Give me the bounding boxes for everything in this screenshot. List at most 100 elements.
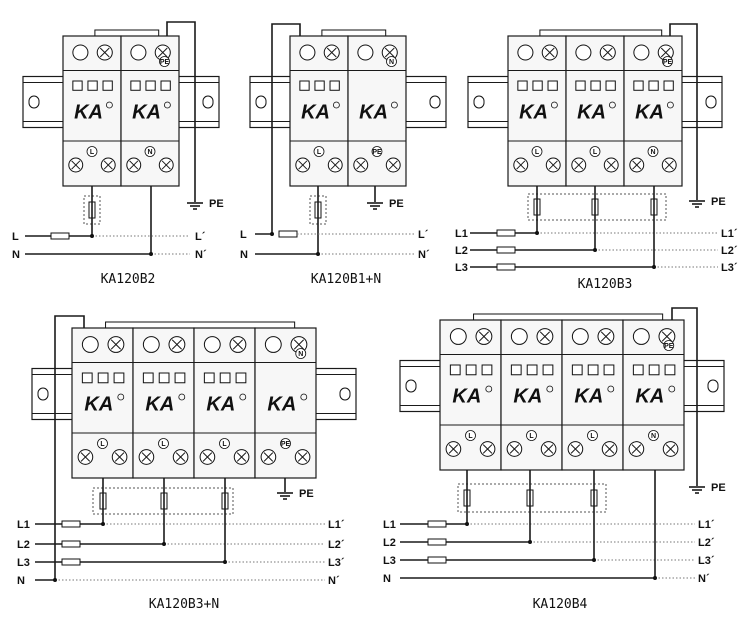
registered-mark-icon bbox=[239, 393, 247, 401]
brand-logo: KA bbox=[359, 102, 388, 124]
screw-slot bbox=[129, 160, 139, 170]
right-label: N´ bbox=[698, 573, 710, 585]
left-label: L bbox=[240, 229, 247, 241]
terminal-marker bbox=[589, 146, 601, 157]
registered-mark-icon bbox=[390, 101, 398, 109]
terminal-marker-label: L bbox=[222, 441, 227, 448]
screw-slot bbox=[356, 160, 366, 170]
indicator-window bbox=[449, 364, 461, 376]
terminal-marker-label: N bbox=[389, 59, 394, 66]
left-label: L2 bbox=[383, 537, 396, 549]
indicator-window bbox=[605, 80, 616, 91]
indicator-window bbox=[590, 80, 601, 91]
screw-slot bbox=[114, 452, 125, 462]
screw-slot bbox=[157, 47, 168, 58]
terminal-marker bbox=[662, 56, 673, 67]
junction-dot bbox=[149, 252, 153, 256]
screw-slot bbox=[570, 444, 581, 454]
right-label: L1´ bbox=[328, 519, 345, 531]
terminal-marker-label: L bbox=[529, 433, 534, 440]
indicator-window bbox=[663, 80, 674, 91]
din-rail-slot bbox=[707, 379, 719, 393]
diagram-title: KA120B2 bbox=[101, 272, 156, 287]
registered-mark-icon bbox=[106, 101, 113, 109]
terminal-hole bbox=[632, 328, 650, 345]
terminal-marker-label: N bbox=[298, 351, 303, 358]
diagram-title: KA120B3 bbox=[578, 277, 633, 292]
terminal-marker bbox=[663, 340, 675, 351]
screw-slot bbox=[631, 444, 642, 454]
screw-slot bbox=[600, 331, 612, 342]
fuse-icon bbox=[61, 520, 81, 528]
brand-logo: KA bbox=[452, 386, 481, 408]
terminal-hole bbox=[449, 328, 467, 345]
terminal-hole bbox=[517, 44, 534, 61]
screw-slot bbox=[384, 47, 395, 58]
pe-label: PE bbox=[711, 196, 726, 208]
indicator-window bbox=[664, 364, 676, 376]
screw-slot bbox=[606, 160, 616, 170]
spd-module: KAL bbox=[439, 319, 502, 471]
screw-slot bbox=[263, 452, 274, 462]
screw-slot bbox=[388, 160, 398, 170]
fuse-icon bbox=[427, 538, 447, 546]
pe-wire bbox=[671, 307, 698, 486]
terminal-marker bbox=[587, 430, 598, 441]
screw-slot bbox=[604, 444, 615, 454]
right-label: L2´ bbox=[328, 539, 345, 551]
indicator-window bbox=[160, 80, 171, 91]
indicator-window bbox=[632, 364, 644, 376]
indicator-window bbox=[130, 80, 141, 91]
screw-slot bbox=[543, 444, 554, 454]
right-label: L´ bbox=[195, 231, 206, 243]
junction-dot bbox=[593, 248, 597, 252]
right-label: L3´ bbox=[698, 555, 715, 567]
screw-slot bbox=[326, 47, 337, 58]
indicator-window bbox=[203, 372, 215, 384]
terminal-marker-label: L bbox=[161, 441, 166, 448]
screw-slot bbox=[516, 160, 526, 170]
indicator-window bbox=[587, 364, 599, 376]
terminal-marker bbox=[159, 56, 170, 67]
indicator-window bbox=[648, 364, 660, 376]
brand-logo: KA bbox=[577, 102, 606, 124]
registered-mark-icon bbox=[163, 101, 171, 109]
terminal-marker-label: L bbox=[100, 441, 105, 448]
screw-slot bbox=[539, 331, 551, 342]
fuse-box bbox=[92, 487, 234, 515]
terminal-hole bbox=[81, 336, 99, 353]
indicator-window bbox=[219, 372, 231, 384]
terminal-hole bbox=[72, 44, 89, 61]
terminal-marker bbox=[526, 430, 537, 441]
indicator-window bbox=[510, 364, 522, 376]
registered-mark-icon bbox=[300, 393, 308, 401]
indicator-window bbox=[542, 364, 554, 376]
registered-mark-icon bbox=[667, 101, 674, 109]
junction-dot bbox=[652, 265, 656, 269]
din-rail-slot bbox=[473, 95, 485, 109]
brand-logo: KA bbox=[267, 394, 296, 416]
junction-dot bbox=[535, 231, 539, 235]
registered-mark-icon bbox=[178, 393, 186, 401]
right-label: N´ bbox=[418, 249, 430, 261]
right-label: L3´ bbox=[328, 557, 345, 569]
pe-wire bbox=[166, 21, 196, 202]
left-label: L3 bbox=[455, 262, 468, 274]
left-label: N bbox=[240, 249, 248, 261]
junction-dot bbox=[223, 560, 227, 564]
screw-slot bbox=[161, 160, 171, 170]
right-label: N´ bbox=[195, 249, 207, 261]
fuse-icon bbox=[50, 232, 70, 240]
fuse-icon bbox=[496, 246, 516, 254]
indicator-window bbox=[72, 80, 83, 91]
junction-dot bbox=[90, 234, 94, 238]
indicator-window bbox=[158, 372, 170, 384]
screw-slot bbox=[298, 160, 308, 170]
indicator-window bbox=[87, 80, 98, 91]
terminal-hole bbox=[299, 44, 316, 61]
fuse-icon bbox=[427, 556, 447, 564]
